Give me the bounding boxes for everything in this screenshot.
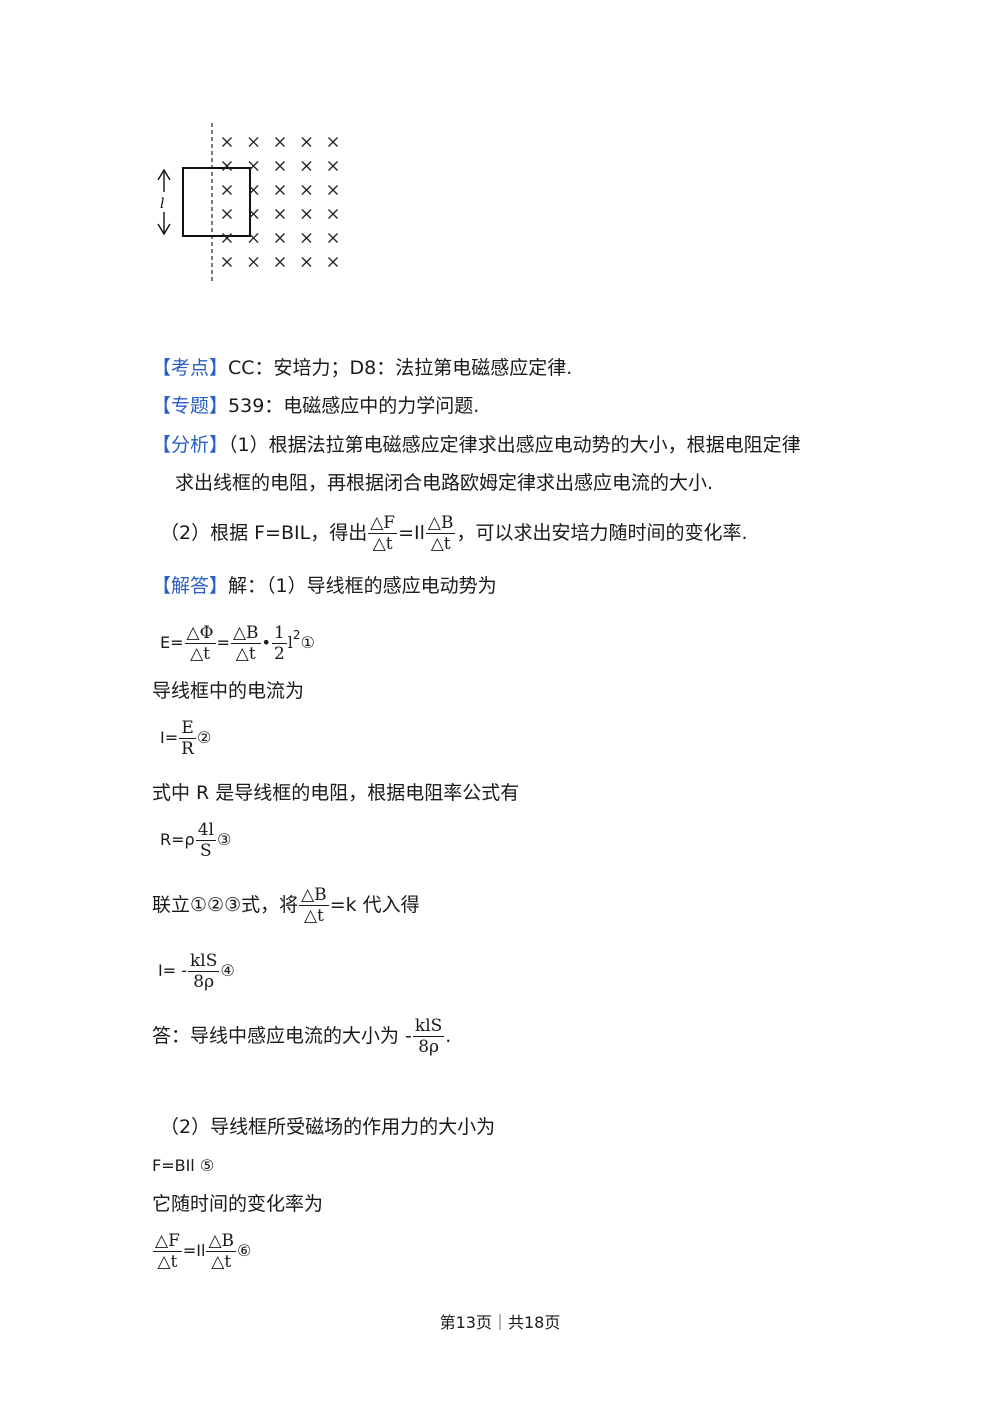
current-intro: 导线框中的电流为 [152,680,305,702]
field-cross [248,233,259,243]
field-cross [222,209,232,219]
fenxi2-line: （2）根据 F=BIL，得出△F△t=Il△B△t，可以求出安培力随时间的变化率… [160,510,748,556]
field-cross [328,137,338,147]
field-cross [222,257,232,267]
jieda-text: 解：（1）导线框的感应电动势为 [228,575,497,597]
field-cross [248,185,259,195]
field-cross [275,161,285,171]
equation-5: F=BIl ⑤ [152,1156,215,1175]
field-cross [248,161,259,171]
field-cross [248,257,259,267]
fenxi-line2: 求出线框的电阻，再根据闭合电路欧姆定律求出感应电流的大小. [175,470,713,496]
kaodian-line: 【考点】CC：安培力；D8：法拉第电磁感应定律. [152,355,572,381]
fraction-dF-dt: △F△t [368,513,398,554]
fenxi2-post: ，可以求出安培力随时间的变化率. [456,522,748,544]
field-cross [248,209,259,219]
combine-line: 联立①②③式，将△B△t=k 代入得 [152,885,420,926]
field-cross [328,185,338,195]
resistance-intro: 式中 R 是导线框的电阻，根据电阻率公式有 [152,782,520,804]
field-cross [301,209,312,219]
field-cross [275,233,285,243]
rate-intro: 它随时间的变化率为 [152,1193,324,1215]
page-footer: 第13页｜共18页 [439,1313,561,1332]
fenxi2-mid: =Il [398,522,425,544]
field-cross [301,257,312,267]
kaodian-tag: 【考点】 [152,357,229,379]
field-cross [222,233,232,243]
field-cross [275,257,285,267]
field-cross [222,185,232,195]
jieda-line: 【解答】解：（1）导线框的感应电动势为 [152,573,497,599]
zhuanti-text: 539：电磁感应中的力学问题. [228,395,480,417]
fenxi-tag: 【分析】 [152,434,229,456]
wire-loop-square [182,167,251,237]
fenxi2-pre: （2）根据 F=BIL，得出 [160,522,368,544]
field-cross [301,233,312,243]
field-cross [328,209,338,219]
zhuanti-line: 【专题】539：电磁感应中的力学问题. [152,393,479,419]
fenxi-text2: 求出线框的电阻，再根据闭合电路欧姆定律求出感应电流的大小. [175,472,714,494]
field-cross [275,185,285,195]
field-cross [301,185,312,195]
kaodian-text: CC：安培力；D8：法拉第电磁感应定律. [228,357,573,379]
part2-intro: （2）导线框所受磁场的作用力的大小为 [160,1116,496,1138]
fraction-dB-dt: △B△t [425,513,456,554]
zhuanti-tag: 【专题】 [152,395,229,417]
field-cross [275,209,285,219]
length-arrow [157,168,171,236]
fenxi-text1: （1）根据法拉第电磁感应定律求出感应电动势的大小，根据电阻定律 [228,434,801,456]
magnetic-field-figure: l [157,123,338,283]
field-cross [222,137,232,147]
field-cross [328,257,338,267]
field-cross [248,137,259,147]
field-cross [275,137,285,147]
field-cross [328,233,338,243]
fenxi-line1: 【分析】（1）根据法拉第电磁感应定律求出感应电动势的大小，根据电阻定律 [152,432,801,458]
field-cross [222,161,232,171]
field-cross [301,137,312,147]
length-label: l [160,196,164,212]
field-cross [301,161,312,171]
jieda-tag: 【解答】 [152,575,229,597]
field-cross [328,161,338,171]
field-crosses [222,137,338,267]
